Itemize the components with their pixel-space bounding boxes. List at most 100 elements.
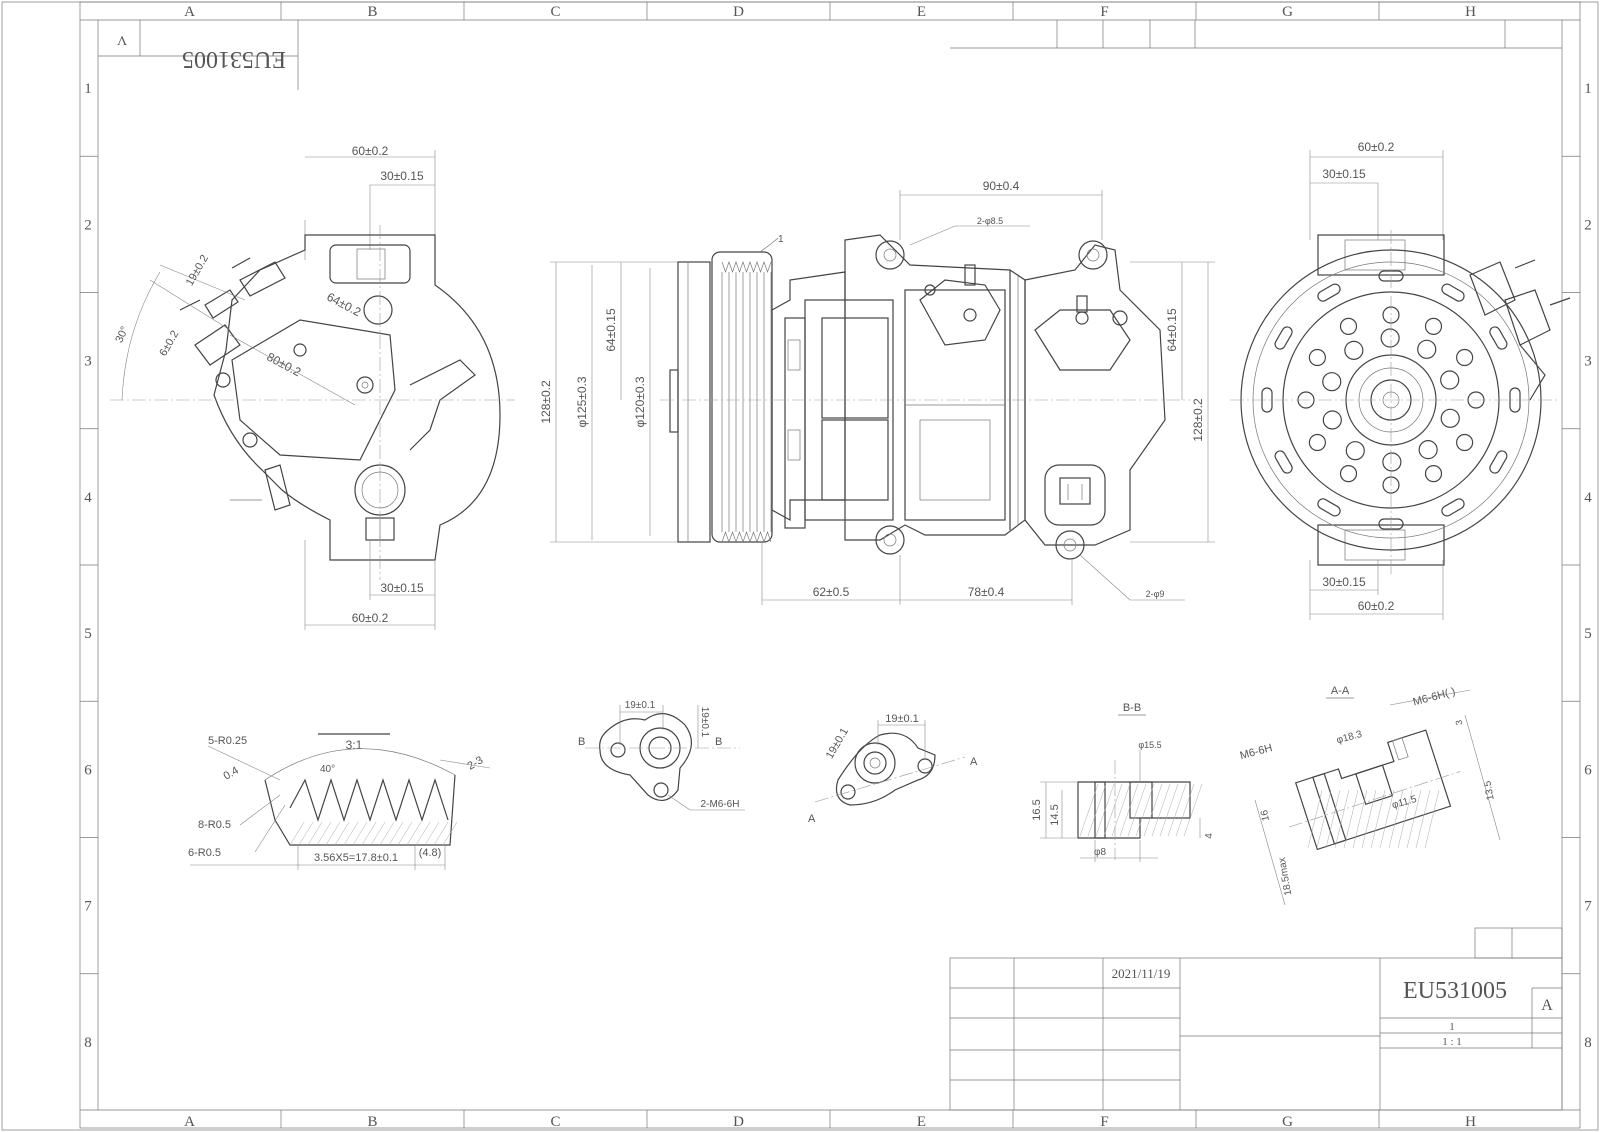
- dim-165: 16.5: [1031, 799, 1043, 820]
- thread-callout-top: M6-6H( ): [1412, 686, 1457, 709]
- groove-hatch: [289, 821, 458, 846]
- zone-column-label: A: [184, 4, 195, 20]
- dim-64-left: 64±0.15: [604, 308, 618, 352]
- dim-30-bottom-r: 30±0.15: [1322, 575, 1366, 589]
- row-labels-right: 1 2 3 4 5 6 7 8: [1584, 81, 1592, 1051]
- drawing-sheet-number: 1: [1449, 1021, 1455, 1033]
- section-mark-a-left: A: [808, 813, 816, 825]
- dim-3: 3: [1454, 719, 1465, 726]
- zone-row-label: 7: [84, 899, 92, 915]
- zone-column-label: G: [1282, 1114, 1293, 1130]
- dim-60-bottom-r: 60±0.2: [1358, 599, 1395, 613]
- dim-d8: φ8: [1094, 847, 1106, 858]
- zone-column-label: H: [1465, 4, 1476, 20]
- section-a-a: A-A M6-6H( ) M6-6H φ18.3 φ11.5 13.5 16 1…: [1239, 685, 1501, 906]
- bb-hatch: [1079, 783, 1203, 837]
- zone-row-label: 1: [84, 81, 92, 97]
- zone-row-label: 7: [1584, 899, 1592, 915]
- zone-row-label: 4: [84, 490, 92, 506]
- dim-135: 13.5: [1482, 779, 1496, 801]
- hole-callout-top: 2-φ8.5: [977, 216, 1003, 226]
- dim-04: 0.4: [222, 765, 241, 783]
- top-right-boxes: [950, 20, 1562, 49]
- drawing-scale: 1 : 1: [1442, 1036, 1462, 1048]
- dim-145: 14.5: [1049, 804, 1061, 825]
- dim-19-a-v: 19±0.1: [824, 726, 851, 761]
- zone-column-label: A: [184, 1114, 195, 1130]
- dim-d125: φ125±0.3: [575, 376, 589, 427]
- section-mark-a-right: A: [970, 756, 978, 768]
- detail-scale: 3:1: [346, 738, 363, 752]
- dim-60-top-r: 60±0.2: [1358, 140, 1395, 154]
- zone-column-label: C: [550, 4, 560, 20]
- dim-r05-6: 6-R0.5: [188, 847, 221, 859]
- zone-column-label: D: [733, 1114, 744, 1130]
- zone-row-label: 1: [1584, 81, 1592, 97]
- dim-128-right: 128±0.2: [1191, 398, 1205, 442]
- zone-ticks: [80, 2, 1580, 1128]
- zone-column-label: F: [1100, 1114, 1108, 1130]
- dim-90: 90±0.4: [983, 179, 1020, 193]
- front-side-view: 90±0.4 2-φ8.5 128±0.2 φ125±0.3 64±0.15 φ…: [539, 179, 1215, 605]
- zone-row-label: 8: [84, 1035, 92, 1051]
- stamp-letter: V: [117, 32, 127, 47]
- zone-column-label: E: [917, 1114, 926, 1130]
- pulley-hub-holes: [1297, 306, 1485, 494]
- zone-row-label: 6: [84, 762, 92, 778]
- section-mark-b-left: B: [578, 736, 585, 748]
- section-mark-b-right: B: [715, 736, 722, 748]
- zone-column-label: E: [917, 4, 926, 20]
- dim-48: (4.8): [419, 847, 442, 859]
- zone-column-label: D: [733, 4, 744, 20]
- pulley-ribs: [721, 260, 772, 544]
- section-aa-title: A-A: [1331, 685, 1350, 697]
- zone-column-label: F: [1100, 4, 1108, 20]
- dim-40deg: 40°: [320, 764, 335, 775]
- zone-column-label: B: [367, 1114, 377, 1130]
- dim-r025: 5-R0.25: [208, 735, 247, 747]
- zone-column-label: G: [1282, 4, 1293, 20]
- dim-80: 80±0.2: [264, 350, 303, 380]
- zone-row-label: 2: [1584, 217, 1592, 233]
- detail-flange-b: 19±0.1 19±0.1 B B 2-M6-6H: [578, 700, 745, 811]
- detail-pulley-groove: 3:1 5-R0.25 0.4 40° 2-3 8-R0.5 6-R0.5 3.…: [188, 733, 491, 870]
- zone-column-label: C: [550, 1114, 560, 1130]
- dim-62: 62±0.5: [813, 585, 850, 599]
- thread-callout-side: M6-6H: [1239, 742, 1274, 762]
- dim-d155: φ15.5: [1138, 740, 1161, 750]
- drawing-part-number: EU531005: [1403, 978, 1507, 1004]
- thread-callout-b: 2-M6-6H: [701, 799, 740, 810]
- left-end-view: 60±0.2 30±0.15 19±0.2 6±0.2: [110, 144, 515, 630]
- dim-pitch: 3.56X5=17.8±0.1: [314, 852, 398, 864]
- dim-78: 78±0.4: [968, 585, 1005, 599]
- hole-callout-bottom: 2-φ9: [1146, 589, 1165, 599]
- drawing-date: 2021/11/19: [1112, 966, 1171, 981]
- zone-row-label: 8: [1584, 1035, 1592, 1051]
- zone-row-label: 5: [1584, 626, 1592, 642]
- zone-row-label: 3: [1584, 354, 1592, 370]
- detail-flange-a: 19±0.1 19±0.1 A A: [808, 713, 978, 825]
- dim-64: 64±0.2: [324, 290, 363, 320]
- zone-row-label: 4: [1584, 490, 1592, 506]
- zone-row-label: 2: [84, 217, 92, 233]
- title-block: 2021/11/19 EU531005 A 1 1 : 1: [949, 927, 1563, 1111]
- dim-16: 16: [1259, 809, 1272, 822]
- dim-64-right: 64±0.15: [1165, 308, 1179, 352]
- dim-128-left: 128±0.2: [539, 380, 553, 424]
- dim-30-deg: 30°: [113, 325, 131, 345]
- dim-6: 6±0.2: [157, 329, 181, 359]
- stamp-code: EU531005: [182, 46, 286, 72]
- right-end-view: 60±0.2 30±0.15 30±0.15 60±0.2: [1230, 140, 1571, 620]
- aa-hatch: [1307, 789, 1440, 849]
- dim-60-top: 60±0.2: [352, 144, 389, 158]
- dim-19-v: 19±0.1: [699, 707, 710, 738]
- dim-30-top-r: 30±0.15: [1322, 167, 1366, 181]
- top-stamp: V EU531005: [98, 20, 299, 90]
- dim-19-a-h: 19±0.1: [885, 713, 919, 725]
- zone-row-label: 6: [1584, 762, 1592, 778]
- dim-d183: φ18.3: [1335, 729, 1363, 746]
